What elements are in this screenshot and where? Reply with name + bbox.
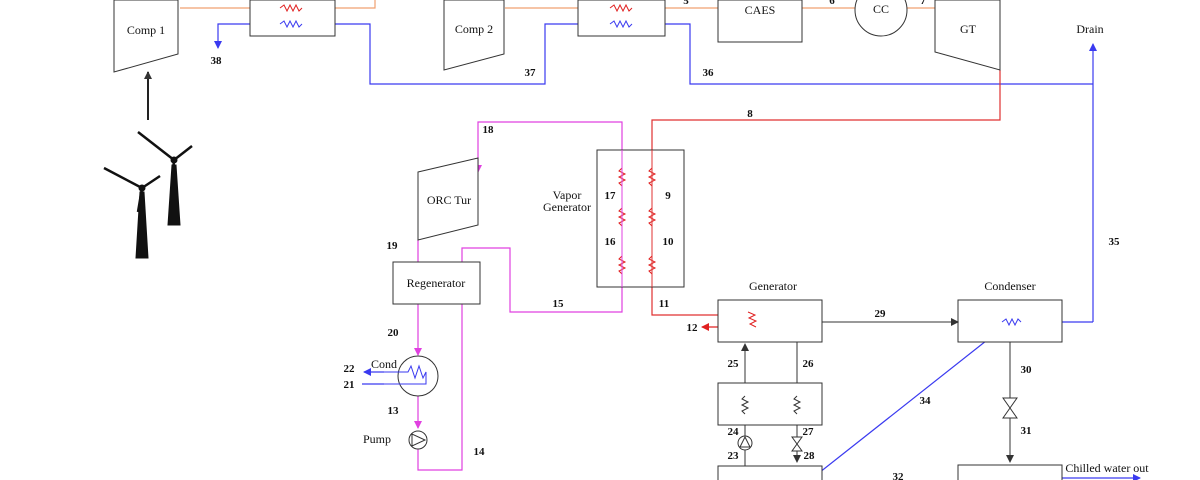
stream-7-label: 7 <box>920 0 926 7</box>
stream-27-label: 27 <box>803 426 815 438</box>
hot-gas-stream-8 <box>651 70 1001 150</box>
chilled-water-out-label: Chilled water out <box>1065 461 1149 475</box>
intercooler-2-coil-hot-icon <box>609 3 633 13</box>
absorber <box>717 465 823 480</box>
vg-coil-gas-3-icon <box>647 255 657 275</box>
stream-14-label: 14 <box>474 446 486 458</box>
generator-label: Generator <box>749 279 797 293</box>
stream-11-label: 11 <box>659 298 669 310</box>
gt-label: GT <box>960 22 977 36</box>
orc-condenser <box>397 355 439 397</box>
stream-25-label: 25 <box>728 358 740 370</box>
stream-19-label: 19 <box>387 240 399 252</box>
wind-turbine-icon <box>103 131 193 259</box>
generator-coil-icon <box>747 311 758 328</box>
combustion-chamber <box>854 0 908 37</box>
stream-5-label: 5 <box>683 0 689 7</box>
stream-35-label: 35 <box>1109 236 1121 248</box>
vg-coil-gas-2-icon <box>647 207 657 227</box>
stream-37-label: 37 <box>525 67 537 79</box>
cooling-stream-38 <box>214 23 250 49</box>
cooling-stream-34 <box>809 321 1011 480</box>
solution-valve-icon <box>791 436 803 452</box>
stream-30-label: 30 <box>1021 364 1033 376</box>
stream-31-label: 31 <box>1021 425 1032 437</box>
vg-coil-orc-2-icon <box>617 207 627 227</box>
solution-heat-exchanger <box>717 382 823 426</box>
stream-6-label: 6 <box>829 0 835 7</box>
condenser-coil-icon <box>1001 317 1022 327</box>
pump-label: Pump <box>363 432 391 446</box>
cooling-stream-37 <box>335 23 578 85</box>
intercooler-2 <box>577 0 666 37</box>
intercooler-1-coil-hot-icon <box>279 3 303 13</box>
stream-20-label: 20 <box>388 327 400 339</box>
orc-stream-14 <box>417 247 623 471</box>
stream-22-label: 22 <box>344 363 356 375</box>
stream-32-label: 32 <box>893 471 905 480</box>
stream-21-label: 21 <box>344 379 355 391</box>
gas-turbine <box>934 0 1001 71</box>
intercooler-1 <box>249 0 336 37</box>
vapor-gen-label-1: Vapor <box>553 188 582 202</box>
cooling-stream-36 <box>665 23 1093 85</box>
stream-38-label: 38 <box>211 55 223 67</box>
comp1-label: Comp 1 <box>127 23 165 37</box>
regenerator <box>392 261 481 305</box>
orc-condenser-coil-icon <box>378 364 427 385</box>
caes-label: CAES <box>745 3 776 17</box>
solution-pump-icon <box>739 435 751 448</box>
stream-24-label: 24 <box>728 426 740 438</box>
compressor-2 <box>443 0 505 71</box>
she-coil-right-icon <box>792 395 802 415</box>
stream-10-label: 10 <box>663 236 675 248</box>
stream-29-label: 29 <box>875 308 887 320</box>
generator <box>717 299 823 343</box>
stream-26-label: 26 <box>803 358 815 370</box>
stream-18-label: 18 <box>483 124 495 136</box>
stream-36-label: 36 <box>703 67 715 79</box>
intercooler-2-coil-cold-icon <box>609 19 633 29</box>
compressor-1 <box>113 0 179 73</box>
stream-15-label: 15 <box>553 298 565 310</box>
stream-12-label: 12 <box>687 322 699 334</box>
cc-label: CC <box>873 2 889 16</box>
regenerator-label: Regenerator <box>407 276 466 290</box>
intercooler-1-coil-cold-icon <box>279 19 303 29</box>
stream-17-label: 17 <box>605 190 617 202</box>
stream-13-label: 13 <box>388 405 400 417</box>
vg-coil-orc-1-icon <box>617 167 627 187</box>
she-coil-left-icon <box>740 395 750 415</box>
expansion-valve-icon <box>1002 397 1018 419</box>
orc-tur-label: ORC Tur <box>427 193 471 207</box>
vapor-gen-label-2: Generator <box>543 200 591 214</box>
caes-tank <box>717 0 803 43</box>
stream-23-label: 23 <box>728 450 740 462</box>
condenser-label: Condenser <box>984 279 1035 293</box>
air-stream-2 <box>335 0 376 9</box>
stream-9-label: 9 <box>665 190 671 202</box>
stream-34-label: 34 <box>920 395 932 407</box>
drain-label: Drain <box>1076 22 1103 36</box>
stream-28-label: 28 <box>804 450 816 462</box>
orc-stream-18 <box>474 121 623 173</box>
vg-coil-orc-3-icon <box>617 255 627 275</box>
comp2-label: Comp 2 <box>455 22 493 36</box>
stream-8-label: 8 <box>747 108 753 120</box>
orc-turbine <box>417 157 479 241</box>
orc-pump-icon <box>411 433 427 447</box>
vapor-generator <box>596 149 685 288</box>
cond-label: Cond <box>371 357 397 371</box>
condenser <box>957 299 1063 343</box>
vg-coil-gas-1-icon <box>647 167 657 187</box>
evaporator <box>957 464 1063 480</box>
stream-16-label: 16 <box>605 236 617 248</box>
